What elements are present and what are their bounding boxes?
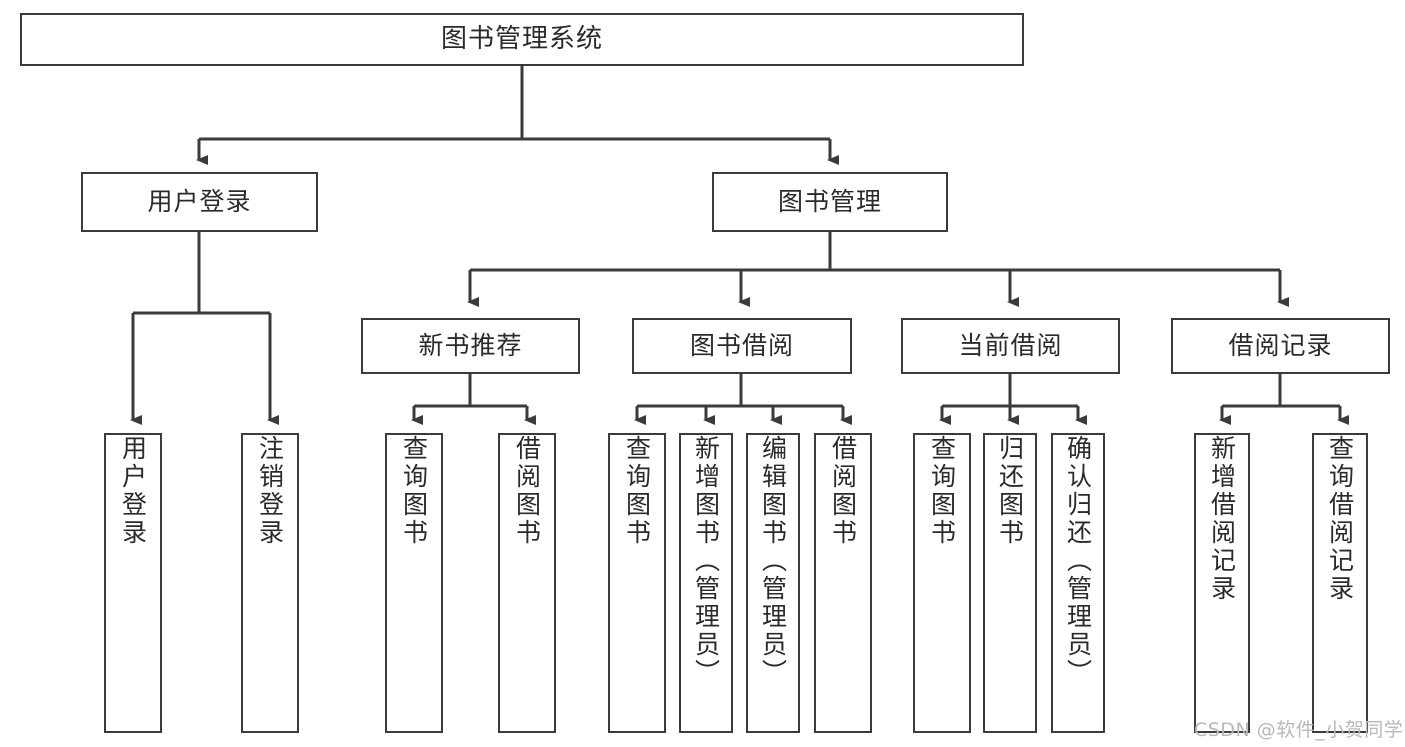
leaf-book-borrow-borrow-book[interactable]: 借阅图书	[814, 433, 872, 733]
leaf-user-login-login[interactable]: 用户登录	[104, 433, 162, 733]
leaf-book-borrow-edit-book-admin[interactable]: 编辑图书（管理员）	[746, 433, 800, 733]
leaf-new-book-query-book[interactable]: 查询图书	[385, 433, 443, 733]
node-label: 图书管理	[777, 187, 882, 217]
node-book-management[interactable]: 图书管理	[712, 172, 948, 232]
node-label: 查询图书	[622, 435, 652, 547]
node-user-login[interactable]: 用户登录	[81, 172, 318, 232]
leaf-current-borrow-query-book[interactable]: 查询图书	[913, 433, 971, 733]
node-label: 归还图书	[995, 435, 1025, 547]
leaf-book-borrow-query-book[interactable]: 查询图书	[608, 433, 666, 733]
node-label: 图书管理系统	[440, 24, 603, 55]
watermark-text: CSDN @软件_小贺同学	[1194, 719, 1404, 741]
node-label: 用户登录	[118, 435, 148, 547]
leaf-user-login-logout[interactable]: 注销登录	[241, 433, 299, 733]
leaf-new-book-borrow-book[interactable]: 借阅图书	[498, 433, 556, 733]
node-label: 借阅记录	[1228, 331, 1333, 361]
leaf-borrow-record-add-record[interactable]: 新增借阅记录	[1194, 433, 1250, 733]
node-label: 图书借阅	[689, 331, 794, 361]
node-root-book-management-system[interactable]: 图书管理系统	[20, 13, 1024, 66]
node-label: 确认归还（管理员）	[1063, 435, 1093, 687]
node-current-borrow[interactable]: 当前借阅	[901, 318, 1120, 374]
node-borrow-record[interactable]: 借阅记录	[1171, 318, 1390, 374]
leaf-book-borrow-add-book-admin[interactable]: 新增图书（管理员）	[679, 433, 733, 733]
node-label: 借阅图书	[512, 435, 542, 547]
node-new-book-recommend[interactable]: 新书推荐	[361, 318, 580, 374]
node-label: 借阅图书	[828, 435, 858, 547]
node-label: 编辑图书（管理员）	[758, 435, 788, 687]
node-label: 新书推荐	[418, 331, 523, 361]
node-label: 查询借阅记录	[1325, 435, 1355, 603]
leaf-current-borrow-confirm-return-admin[interactable]: 确认归还（管理员）	[1051, 433, 1105, 733]
node-label: 新增图书（管理员）	[691, 435, 721, 687]
node-label: 查询图书	[399, 435, 429, 547]
leaf-borrow-record-query-record[interactable]: 查询借阅记录	[1312, 433, 1368, 733]
node-label: 新增借阅记录	[1207, 435, 1237, 603]
node-label: 当前借阅	[958, 331, 1063, 361]
node-label: 注销登录	[255, 435, 285, 547]
node-label: 用户登录	[147, 187, 252, 217]
node-label: 查询图书	[927, 435, 957, 547]
leaf-current-borrow-return-book[interactable]: 归还图书	[983, 433, 1037, 733]
node-book-borrow[interactable]: 图书借阅	[632, 318, 852, 374]
